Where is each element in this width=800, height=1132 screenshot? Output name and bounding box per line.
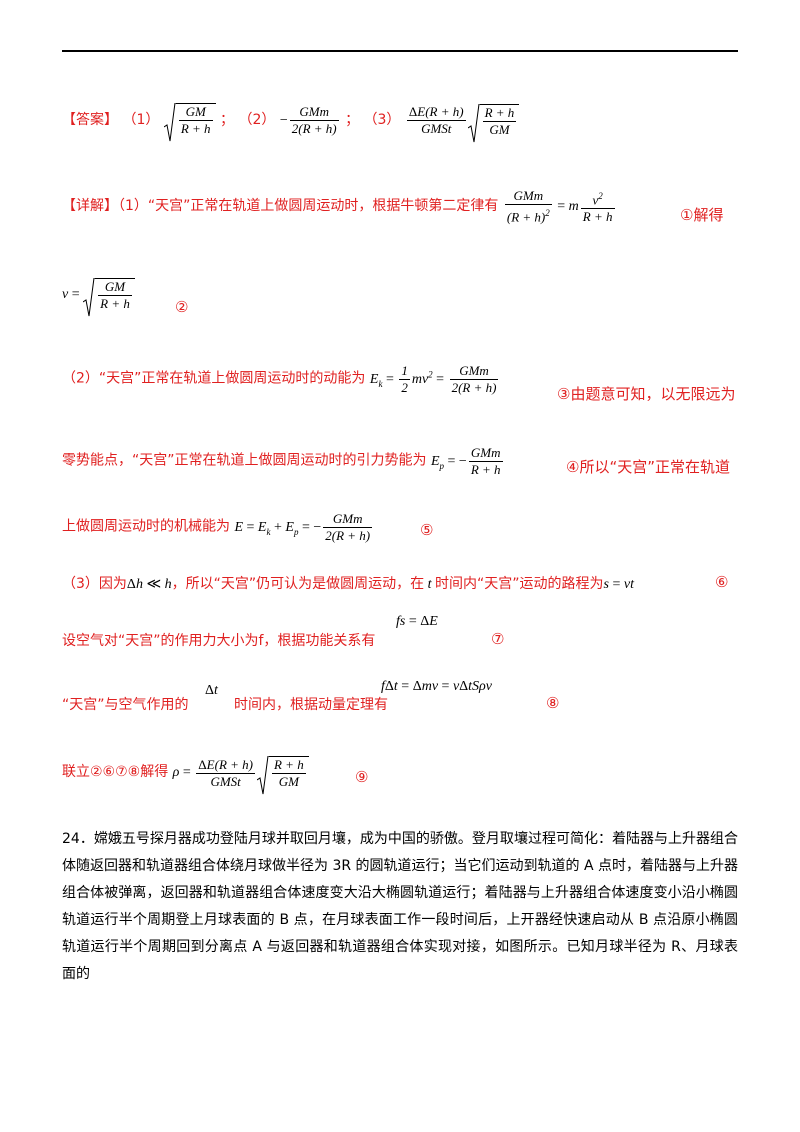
- answer-part-1: （1）: [122, 112, 160, 128]
- marker-2: ②: [175, 298, 189, 316]
- problem-24-text: 24．嫦娥五号探月器成功登陆月球并取回月壤，成为中国的骄傲。登月取壤过程可简化：…: [62, 831, 739, 982]
- marker-9: ⑨: [355, 768, 369, 786]
- work-energy-formula: fs = ΔE: [396, 614, 438, 629]
- detail-line-6: （3）因为Δh ≪ h，所以“天宫”仍可认为是做圆周运动，在 t 时间内“天宫”…: [62, 576, 634, 592]
- detail-line-8: “天宫”与空气作用的: [62, 697, 189, 713]
- marker-4: ④所以“天宫”正常在轨道: [566, 458, 730, 476]
- path-formula: s = vt: [603, 577, 634, 592]
- momentum-formula: fΔt = Δmv = vΔtSρv: [381, 679, 492, 694]
- detail-label: 【详解】: [62, 197, 118, 214]
- delta-t-symbol: Δt: [205, 683, 218, 698]
- marker-3: ③由题意可知，以无限远为: [557, 385, 736, 403]
- header-rule: [62, 50, 738, 52]
- marker-5: ⑤: [420, 521, 434, 539]
- delta-h-condition: Δh ≪ h: [126, 577, 172, 592]
- answer-part-2: （2）: [238, 112, 276, 128]
- marker-6: ⑥: [715, 573, 729, 591]
- detail-line-1: 【详解】（1）“天宫”正常在轨道上做圆周运动时，根据牛顿第二定律有 GMm(R …: [62, 188, 617, 225]
- marker-1: ①解得: [680, 206, 724, 224]
- marker-8: ⑧: [546, 694, 560, 712]
- answer-label: 【答案】: [62, 112, 118, 128]
- detail-line-7: 设空气对“天宫”的作用力大小为f，根据功能关系有: [62, 633, 376, 649]
- marker-7: ⑦: [491, 630, 505, 648]
- answer-part-3: （3）: [363, 112, 401, 128]
